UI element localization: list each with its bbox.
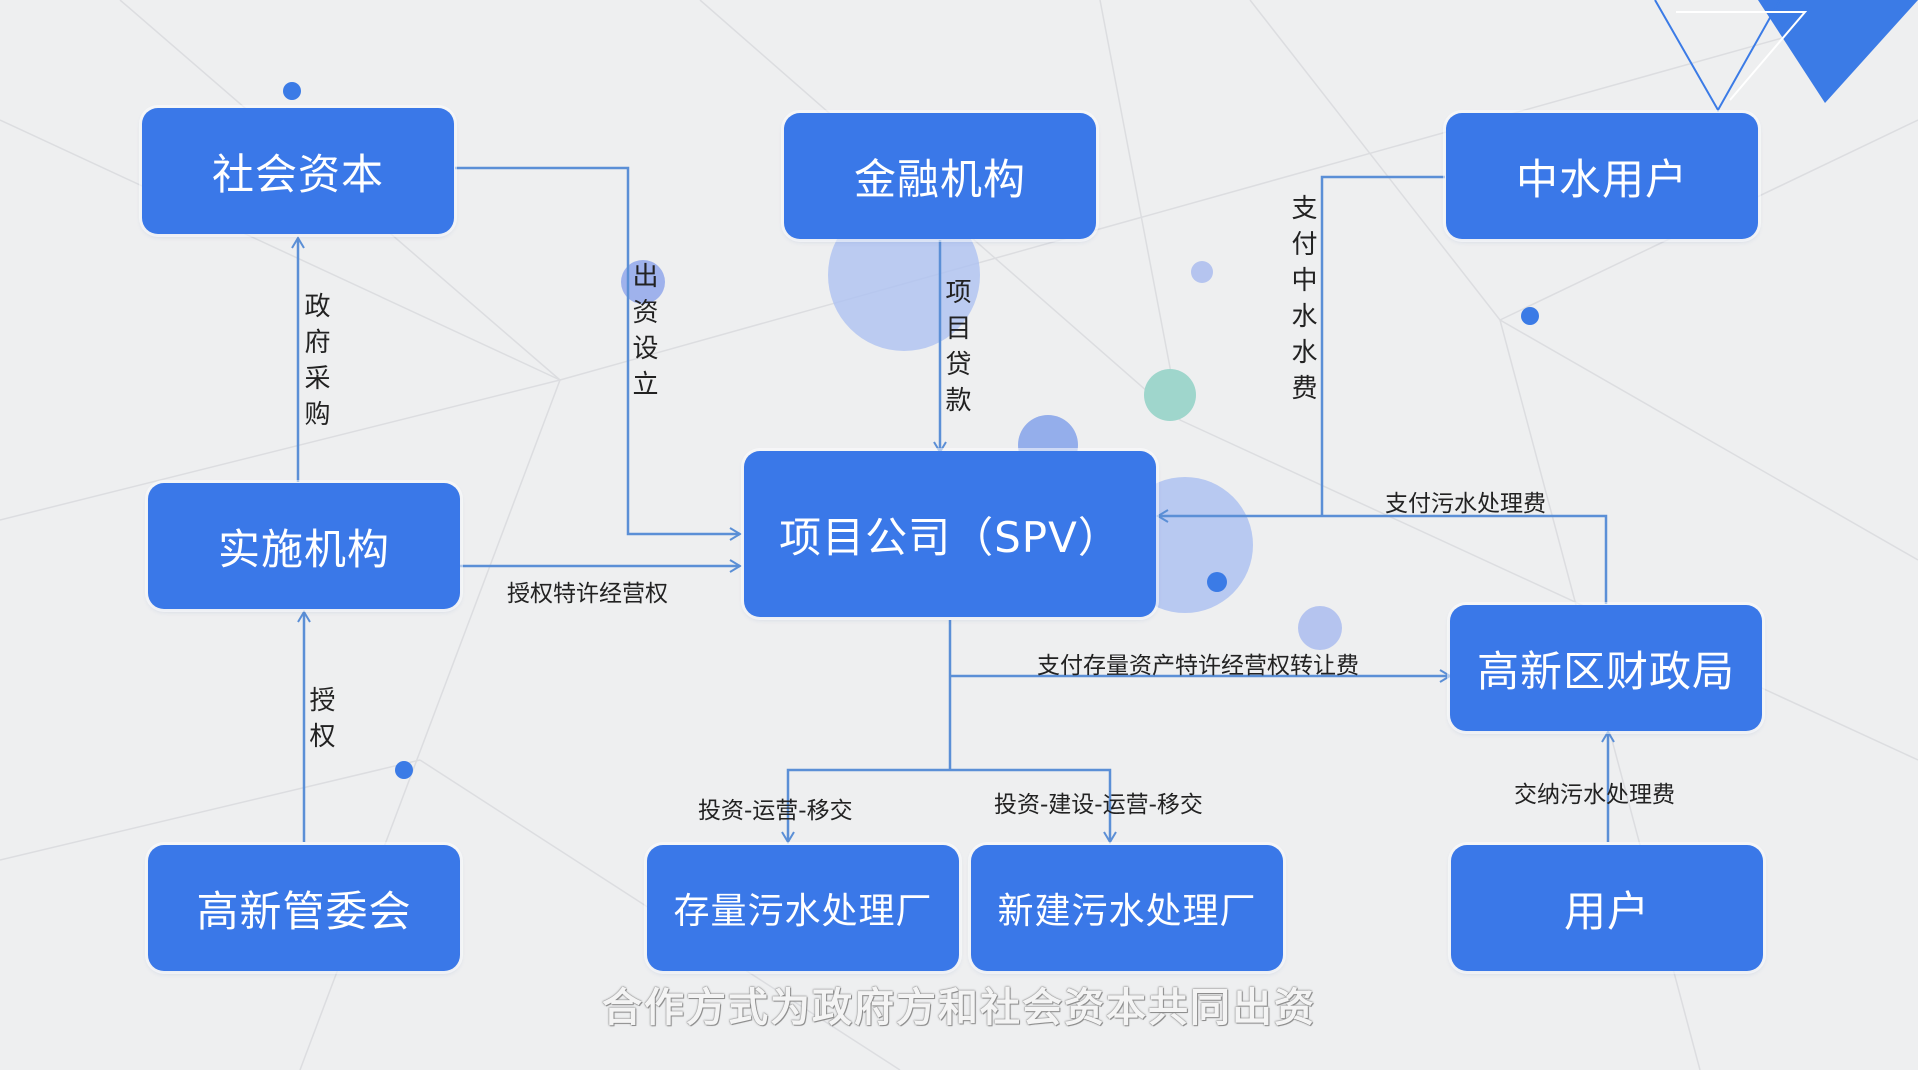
video-subtitle: 合作方式为政府方和社会资本共同出资 bbox=[602, 985, 1316, 1031]
label-pay-sewage-fee: 支付污水处理费 bbox=[1385, 491, 1546, 517]
label-authorize: 授权 bbox=[305, 686, 335, 758]
edge-tot bbox=[781, 768, 950, 844]
label-pay-transfer-fee: 支付存量资产特许经营权转让费 bbox=[1037, 653, 1359, 679]
label-submit-sewage-fee: 交纳污水处理费 bbox=[1514, 782, 1675, 808]
node-financial-institution: 金融机构 bbox=[784, 113, 1096, 239]
label-tot: 投资-运营-移交 bbox=[698, 798, 853, 824]
node-project-company: 项目公司（SPV） bbox=[744, 451, 1156, 617]
decor-dot bbox=[1207, 572, 1227, 592]
decor-dot bbox=[1521, 307, 1539, 325]
node-hitech-committee: 高新管委会 bbox=[148, 845, 460, 971]
decor-bubble bbox=[1191, 261, 1213, 283]
label-bot: 投资-建设-运营-移交 bbox=[994, 792, 1203, 818]
decor-bubble bbox=[1144, 369, 1196, 421]
label-authorize-franchise: 授权特许经营权 bbox=[507, 581, 668, 607]
node-reclaimed-water-users: 中水用户 bbox=[1446, 113, 1758, 239]
label-capital-establish: 出资设立 bbox=[628, 262, 658, 406]
decor-triangle bbox=[1758, 0, 1918, 103]
decor-dot bbox=[283, 82, 301, 100]
label-pay-reclaimed-fee: 支付中水水费 bbox=[1287, 194, 1317, 410]
node-new-plant: 新建污水处理厂 bbox=[971, 845, 1283, 971]
node-social-capital: 社会资本 bbox=[142, 108, 454, 234]
decor-dot bbox=[395, 761, 413, 779]
node-hitech-finance-bureau: 高新区财政局 bbox=[1450, 605, 1762, 731]
edge-pay-sewage-fee bbox=[1156, 509, 1608, 604]
edge-pay-reclaimed-fee bbox=[1320, 175, 1445, 516]
decor-bubble bbox=[621, 260, 665, 304]
node-users: 用户 bbox=[1451, 845, 1763, 971]
label-project-loan: 项目贷款 bbox=[941, 278, 971, 422]
decor-triangle-outline bbox=[1654, 0, 1781, 113]
edge-bot bbox=[950, 768, 1117, 844]
decor-bubble bbox=[1298, 606, 1342, 650]
label-gov-procurement: 政府采购 bbox=[300, 292, 330, 436]
node-existing-plant: 存量污水处理厂 bbox=[647, 845, 959, 971]
decor-triangle-outline bbox=[1676, 11, 1808, 101]
edge-capital-establish bbox=[455, 166, 742, 541]
node-implementing-agency: 实施机构 bbox=[148, 483, 460, 609]
